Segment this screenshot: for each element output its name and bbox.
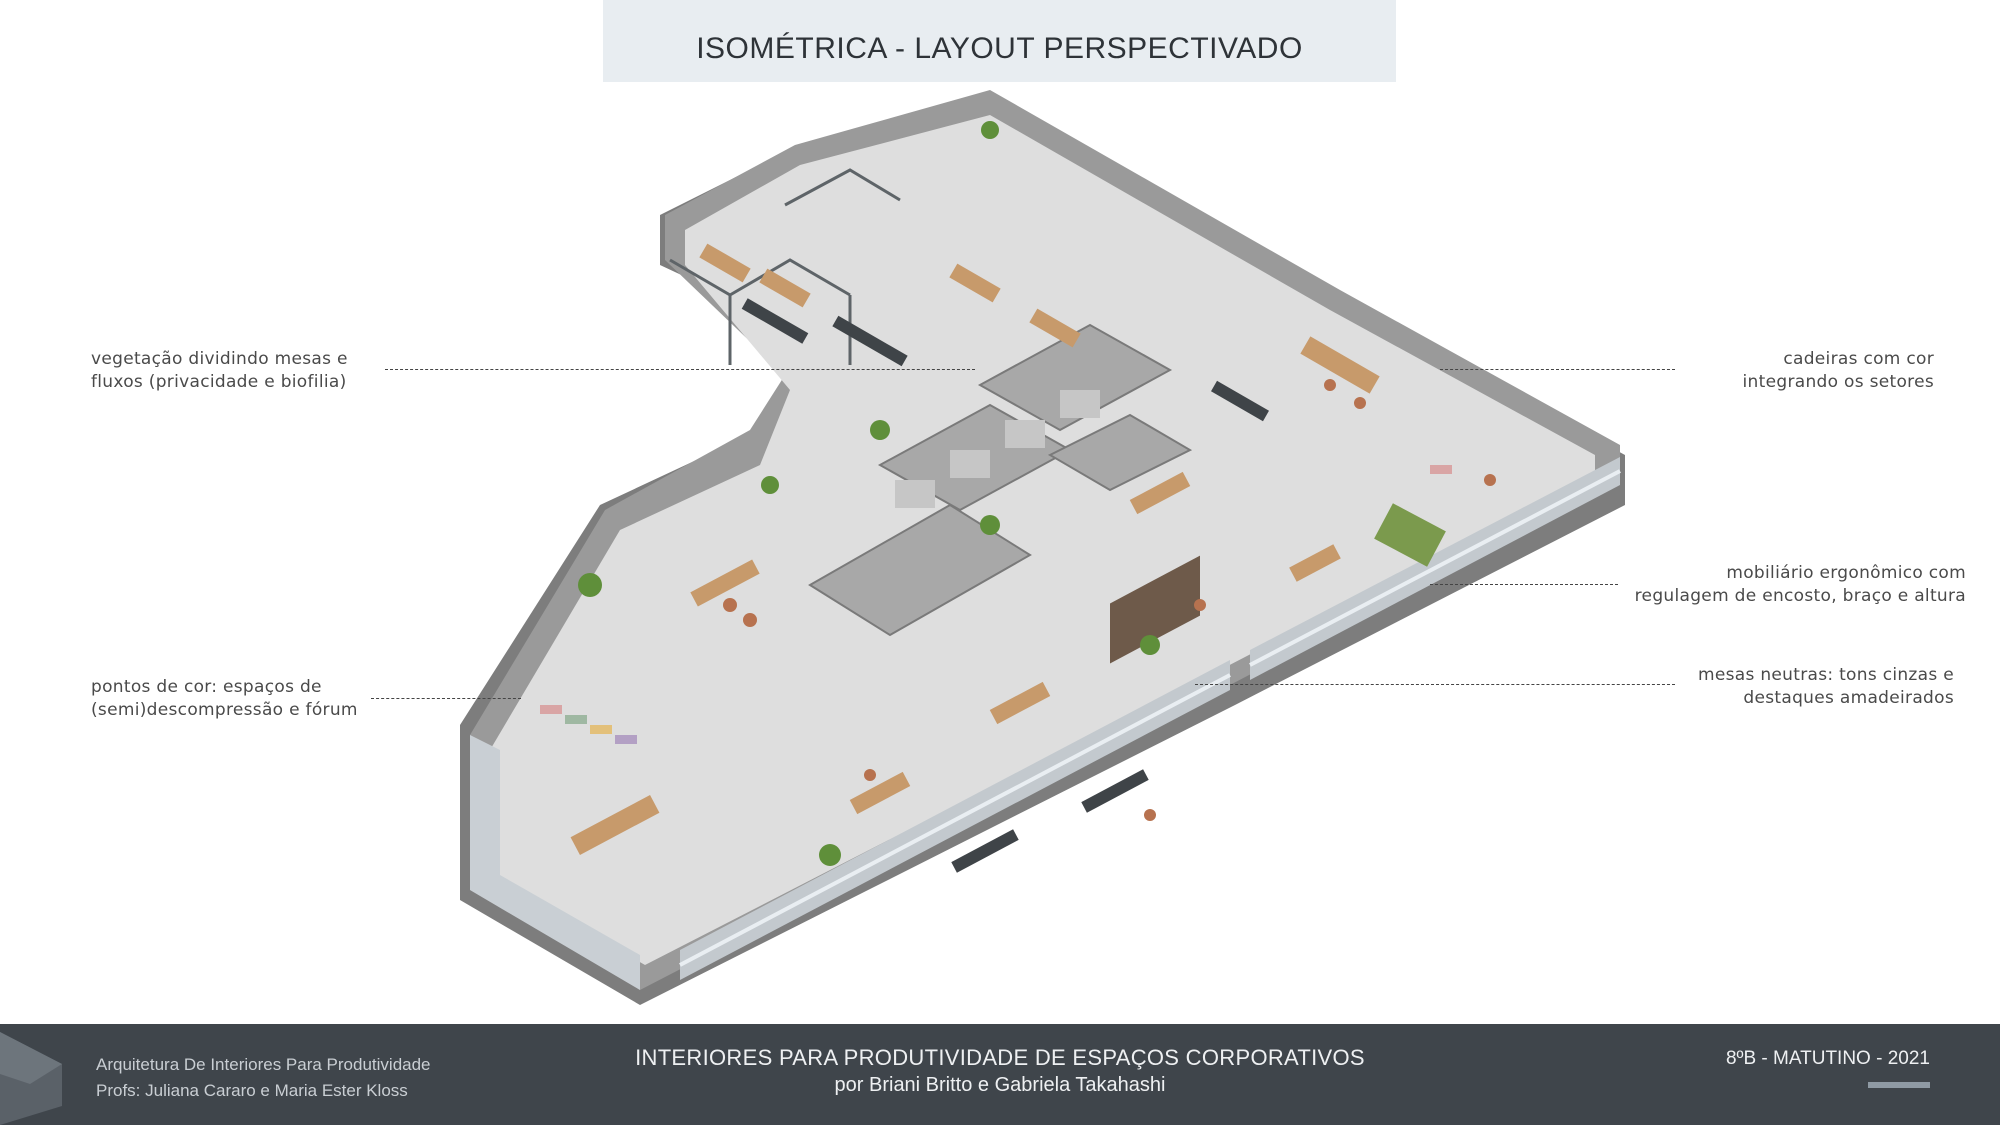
annotation-color-points-line1: pontos de cor: espaços de bbox=[91, 677, 322, 697]
course-name: Arquitetura De Interiores Para Produtivi… bbox=[96, 1055, 431, 1074]
leader-line-chairs bbox=[1440, 369, 1675, 370]
leader-line-ergonomic bbox=[1430, 584, 1618, 585]
title-banner: ISOMÉTRICA - LAYOUT PERSPECTIVADO bbox=[603, 0, 1396, 82]
annotation-ergonomic: mobiliário ergonômico com regulagem de e… bbox=[1635, 562, 1966, 608]
professors-names: Profs: Juliana Cararo e Maria Ester Klos… bbox=[96, 1081, 408, 1100]
annotation-ergonomic-line2: regulagem de encosto, braço e altura bbox=[1634, 586, 1966, 606]
footer-accent-bar bbox=[1868, 1082, 1930, 1088]
annotation-vegetation-line2: fluxos (privacidade e biofilia) bbox=[91, 372, 347, 392]
annotation-vegetation: vegetação dividindo mesas e fluxos (priv… bbox=[91, 348, 348, 394]
annotation-chairs-line2: integrando os setores bbox=[1742, 372, 1934, 392]
logo-icon bbox=[0, 1032, 62, 1125]
isometric-floor-plan bbox=[460, 90, 1625, 1005]
leader-line-color-points bbox=[371, 698, 521, 699]
project-title: INTERIORES PARA PRODUTIVIDADE DE ESPAÇOS… bbox=[635, 1045, 1365, 1070]
annotation-color-points: pontos de cor: espaços de (semi)descompr… bbox=[91, 676, 358, 722]
annotation-tables-line2: destaques amadeirados bbox=[1743, 688, 1954, 708]
annotation-chairs-line1: cadeiras com cor bbox=[1783, 349, 1934, 369]
page-title: ISOMÉTRICA - LAYOUT PERSPECTIVADO bbox=[696, 32, 1303, 65]
annotation-vegetation-line1: vegetação dividindo mesas e bbox=[91, 349, 348, 369]
annotation-color-points-line2: (semi)descompressão e fórum bbox=[91, 700, 358, 720]
annotation-tables: mesas neutras: tons cinzas e destaques a… bbox=[1698, 664, 1954, 710]
leader-line-vegetation bbox=[385, 369, 975, 370]
annotation-tables-line1: mesas neutras: tons cinzas e bbox=[1697, 665, 1954, 685]
class-info: 8ºB - MATUTINO - 2021 bbox=[1725, 1048, 1930, 1069]
footer-bar: Arquitetura De Interiores Para Produtivi… bbox=[0, 1024, 2000, 1125]
annotation-chairs: cadeiras com cor integrando os setores bbox=[1743, 348, 1934, 394]
course-info: Arquitetura De Interiores Para Produtivi… bbox=[96, 1052, 431, 1104]
project-authors: por Briani Britto e Gabriela Takahashi bbox=[834, 1074, 1166, 1096]
project-info: INTERIORES PARA PRODUTIVIDADE DE ESPAÇOS… bbox=[500, 1044, 1500, 1098]
annotation-ergonomic-line1: mobiliário ergonômico com bbox=[1726, 563, 1966, 583]
leader-line-tables bbox=[1195, 684, 1675, 685]
